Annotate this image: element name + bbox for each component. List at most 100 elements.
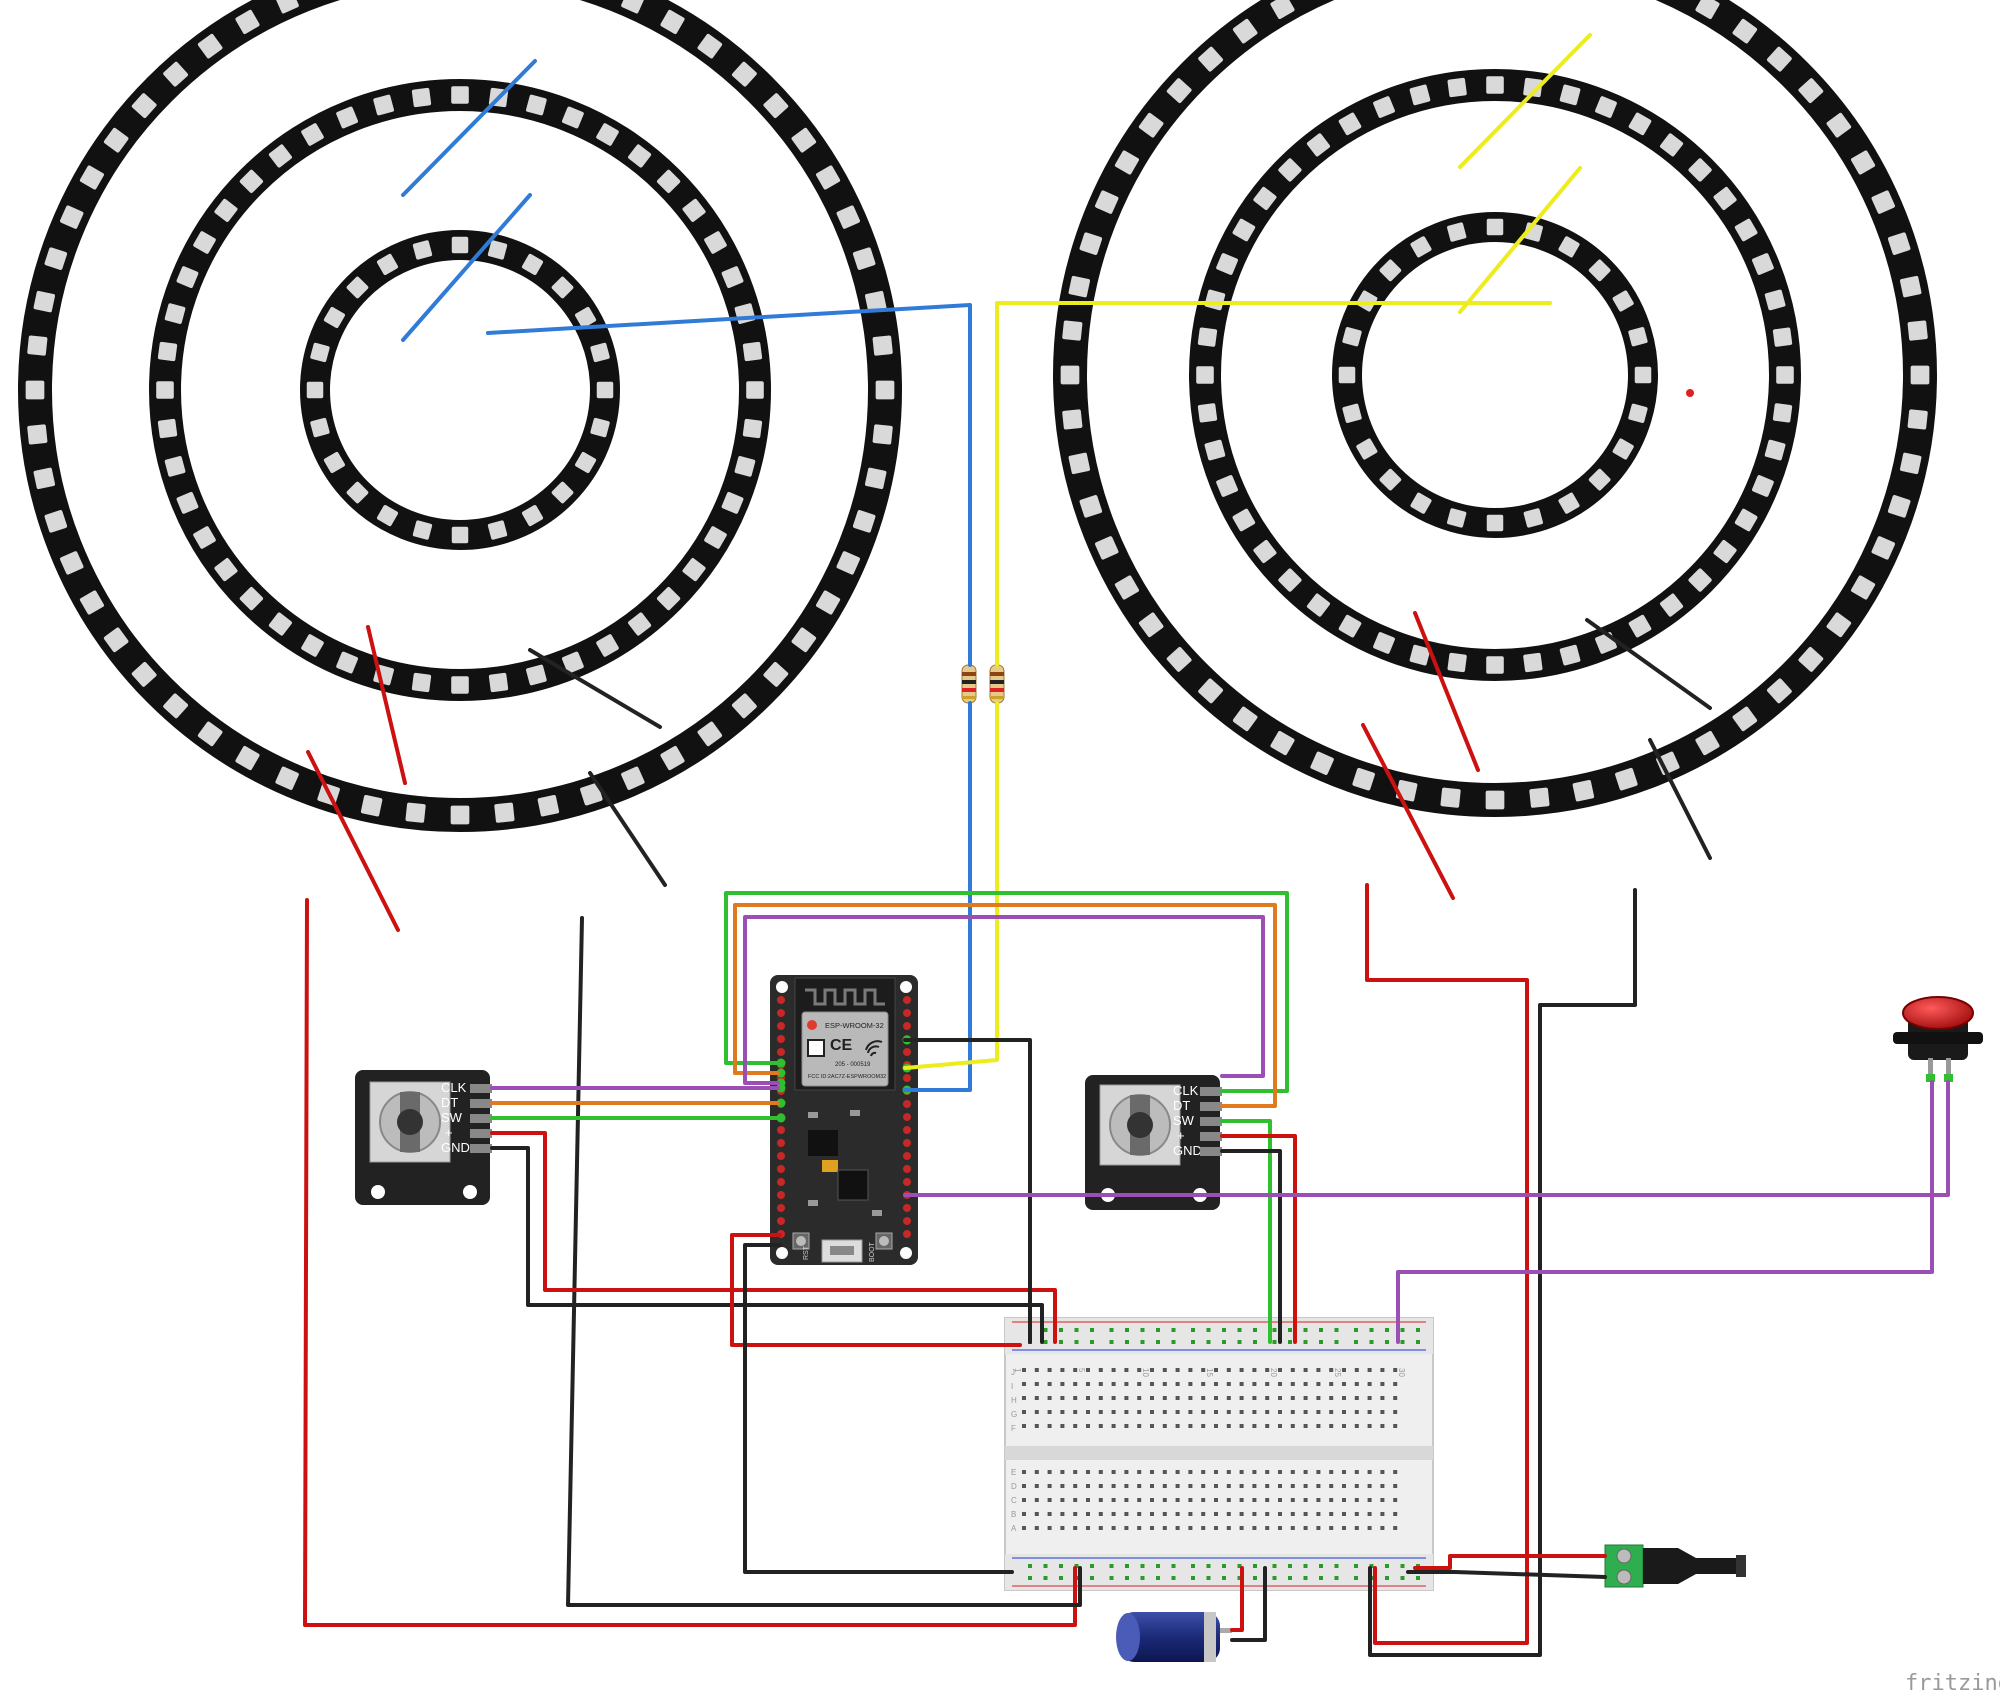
bb-hole: [1086, 1396, 1090, 1400]
bb-hole: [1175, 1382, 1180, 1386]
bb-hole: [1239, 1512, 1244, 1516]
bb-hole: [1303, 1410, 1308, 1414]
esp32-pin-left: [777, 1165, 785, 1173]
led-pixel: [411, 672, 432, 693]
breadboard-row-letters: J I H G F E D C B A: [1011, 1368, 1017, 1533]
bb-hole: [1047, 1396, 1052, 1400]
led-pixel: [1910, 365, 1930, 385]
bb-hole: [1188, 1382, 1193, 1386]
led-pixel: [131, 93, 157, 118]
bb-hole: [1329, 1410, 1334, 1414]
bb-rail-hole: [1369, 1328, 1374, 1332]
bb-hole: [1124, 1396, 1129, 1400]
bb-hole: [1393, 1498, 1398, 1502]
bb-hole: [1316, 1368, 1321, 1372]
bb-hole: [1329, 1396, 1334, 1400]
bb-hole: [1342, 1498, 1346, 1502]
bb-hole: [1252, 1396, 1257, 1400]
bb-hole: [1137, 1512, 1142, 1516]
led-pixel: [1523, 77, 1543, 98]
led-pixel: [1095, 536, 1119, 560]
bb-hole: [1342, 1424, 1346, 1428]
bb-hole: [1060, 1368, 1065, 1372]
bb-hole: [1073, 1526, 1078, 1530]
bb-hole: [1073, 1396, 1078, 1400]
wire-black: [743, 1243, 1014, 1574]
bb-hole: [1034, 1424, 1039, 1428]
wire-green: [1220, 1119, 1272, 1344]
bb-rail-hole: [1171, 1576, 1176, 1580]
mount-hole: [371, 1185, 385, 1199]
bb-hole: [1214, 1484, 1218, 1488]
bb-hole: [1265, 1470, 1270, 1474]
led-pixel: [1232, 508, 1256, 532]
bb-rail-hole: [1288, 1328, 1292, 1332]
capacitor-end: [1116, 1613, 1140, 1661]
dc-barrel-jack: [1604, 1544, 1746, 1588]
breadboard-column-numbers: 1 5 10 15 20 25 30: [1013, 1368, 1406, 1377]
bb-hole: [1290, 1382, 1295, 1386]
esp32-pin-connected: [776, 1058, 786, 1068]
bb-rail-hole: [1237, 1564, 1242, 1568]
bb-hole: [1175, 1470, 1180, 1474]
col-number: 5: [1077, 1368, 1086, 1373]
usb-port-opening: [830, 1246, 854, 1255]
led-pixel: [836, 551, 860, 575]
led-pixel: [1558, 236, 1580, 258]
left-ring-inner: [300, 230, 620, 550]
led-pixel: [1752, 475, 1774, 497]
bb-hole: [1086, 1498, 1090, 1502]
bb-hole: [1278, 1410, 1282, 1414]
bb-hole: [1329, 1368, 1334, 1372]
bb-hole: [1124, 1410, 1129, 1414]
esp32-pin-left: [777, 1048, 785, 1056]
bb-hole: [1137, 1498, 1142, 1502]
led-pixel: [1138, 612, 1164, 638]
led-pixel: [1485, 790, 1505, 810]
bb-hole: [1239, 1410, 1244, 1414]
bb-rail-hole: [1140, 1340, 1145, 1344]
bb-rail-hole: [1191, 1340, 1195, 1344]
bb-rail-hole: [1043, 1340, 1048, 1344]
led-pixel: [268, 144, 292, 168]
led-pixel: [1767, 678, 1792, 704]
esp32-pin-connected: [776, 1098, 786, 1108]
encoder-pin-label: DT: [1173, 1098, 1190, 1113]
resistor-yellow-line: [989, 664, 1005, 704]
wire-red: [366, 625, 407, 785]
led-pixel: [746, 381, 764, 399]
bb-rail-hole: [1090, 1576, 1094, 1580]
smd-component: [850, 1110, 860, 1116]
bb-rail-hole: [1059, 1328, 1063, 1332]
bb-hole: [1354, 1498, 1359, 1502]
led-pixel: [1440, 787, 1461, 808]
bb-hole: [1188, 1484, 1193, 1488]
bb-hole: [1342, 1368, 1346, 1372]
bb-hole: [1047, 1498, 1052, 1502]
bb-hole: [1252, 1470, 1257, 1474]
jack-body: [1643, 1548, 1736, 1584]
bb-hole: [1303, 1484, 1308, 1488]
led-pixel: [1767, 46, 1792, 72]
bb-hole: [1316, 1498, 1321, 1502]
bb-rail-hole: [1334, 1576, 1339, 1580]
row-letter: F: [1011, 1424, 1016, 1433]
bb-hole: [1175, 1424, 1180, 1428]
bb-rail-hole: [1043, 1576, 1048, 1580]
bb-rail-hole: [1416, 1340, 1420, 1344]
bb-hole: [1201, 1470, 1206, 1474]
bb-rail-hole: [1385, 1328, 1389, 1332]
led-pixel: [1356, 438, 1378, 460]
led-pixel: [1379, 468, 1402, 491]
bb-hole: [1175, 1526, 1180, 1530]
led-pixel: [732, 61, 757, 87]
led-pixel: [376, 505, 399, 527]
bb-rail-hole: [1354, 1576, 1358, 1580]
led-pixel: [721, 266, 744, 288]
led-pixel: [734, 456, 756, 477]
col-number: 25: [1333, 1368, 1342, 1377]
bb-hole: [1124, 1368, 1129, 1372]
bb-hole: [1265, 1484, 1270, 1488]
bb-rail-hole: [1319, 1576, 1323, 1580]
led-pixel: [1523, 652, 1543, 673]
